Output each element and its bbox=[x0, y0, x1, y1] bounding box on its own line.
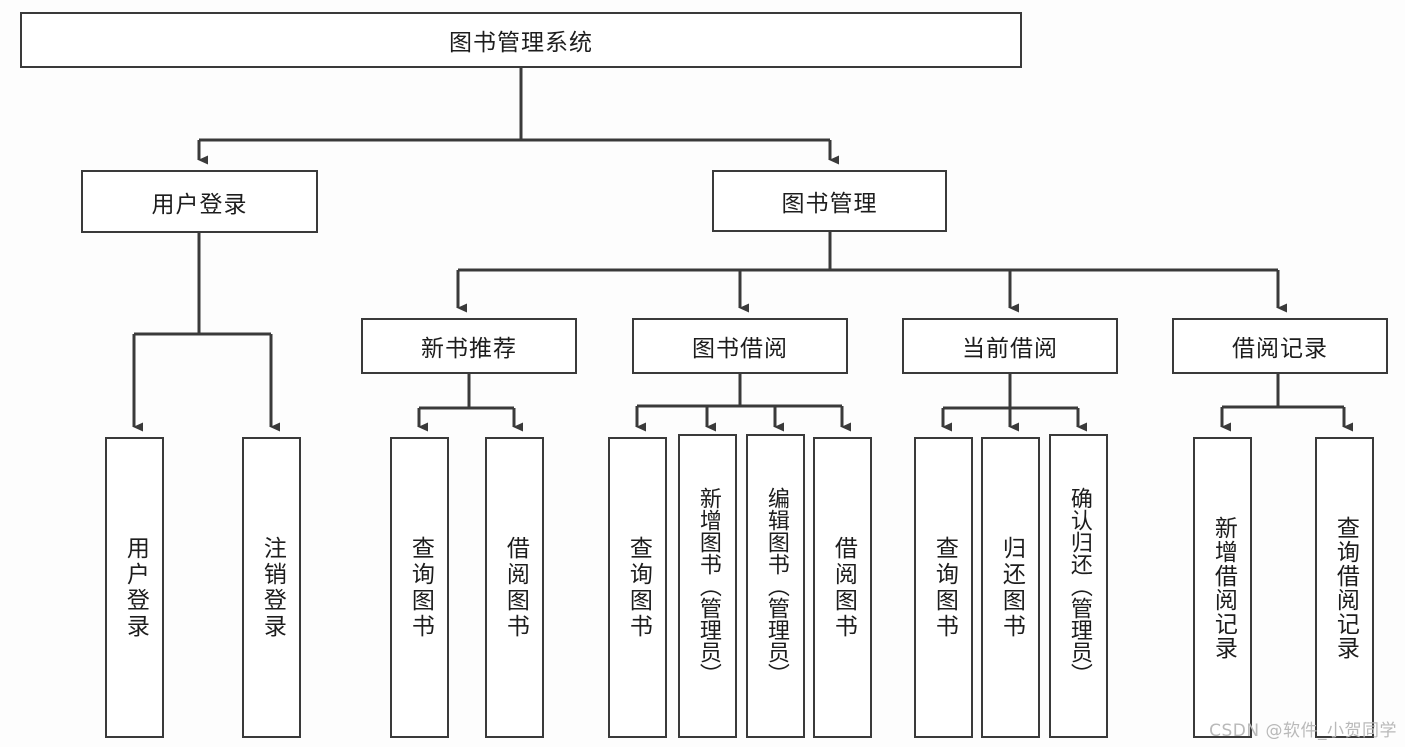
node-label: 确认归还（管理员） bbox=[1066, 487, 1092, 685]
leaf-current-confirm-return-admin[interactable]: 确认归还（管理员） bbox=[1049, 434, 1108, 738]
watermark-text: CSDN @软件_小贺同学 bbox=[1209, 721, 1397, 741]
leaf-user-logout[interactable]: 注销登录 bbox=[242, 437, 301, 738]
leaf-borrow-edit-book-admin[interactable]: 编辑图书（管理员） bbox=[746, 434, 805, 738]
node-new-book-recommend[interactable]: 新书推荐 bbox=[361, 318, 577, 374]
leaf-borrow-add-book-admin[interactable]: 新增图书（管理员） bbox=[678, 434, 737, 738]
node-book-borrow[interactable]: 图书借阅 bbox=[632, 318, 848, 374]
node-label: 新增借阅记录 bbox=[1210, 515, 1237, 660]
node-label: 借阅图书 bbox=[502, 535, 529, 640]
leaf-record-query[interactable]: 查询借阅记录 bbox=[1315, 437, 1374, 738]
node-label: 图书借阅 bbox=[692, 336, 788, 362]
node-label: 注销登录 bbox=[259, 535, 286, 640]
node-label: 归还图书 bbox=[998, 535, 1025, 640]
leaf-new-book-borrow[interactable]: 借阅图书 bbox=[485, 437, 544, 738]
node-label: 查询图书 bbox=[407, 535, 434, 640]
node-label: 查询图书 bbox=[625, 535, 652, 640]
node-label: 编辑图书（管理员） bbox=[763, 487, 789, 685]
node-user-login[interactable]: 用户登录 bbox=[81, 170, 318, 233]
node-label: 图书管理 bbox=[781, 191, 878, 217]
node-label: 用户登录 bbox=[122, 535, 149, 640]
leaf-current-return-book[interactable]: 归还图书 bbox=[981, 437, 1040, 738]
leaf-new-book-query[interactable]: 查询图书 bbox=[390, 437, 449, 738]
node-label: 新增图书（管理员） bbox=[695, 487, 721, 685]
node-label: 借阅记录 bbox=[1232, 336, 1328, 362]
node-label: 当前借阅 bbox=[962, 336, 1058, 362]
node-book-management[interactable]: 图书管理 bbox=[712, 170, 947, 232]
leaf-user-login[interactable]: 用户登录 bbox=[105, 437, 164, 738]
node-label: 用户登录 bbox=[151, 191, 248, 218]
leaf-current-query-book[interactable]: 查询图书 bbox=[914, 437, 973, 738]
node-root-library-system[interactable]: 图书管理系统 bbox=[20, 12, 1022, 68]
node-borrow-record[interactable]: 借阅记录 bbox=[1172, 318, 1388, 374]
leaf-borrow-borrow-book[interactable]: 借阅图书 bbox=[813, 437, 872, 738]
node-label: 图书管理系统 bbox=[449, 30, 593, 56]
node-current-borrow[interactable]: 当前借阅 bbox=[902, 318, 1118, 374]
node-label: 借阅图书 bbox=[830, 535, 857, 640]
node-label: 查询图书 bbox=[931, 535, 958, 640]
node-label: 查询借阅记录 bbox=[1332, 515, 1359, 660]
node-label: 新书推荐 bbox=[421, 336, 517, 362]
leaf-record-add[interactable]: 新增借阅记录 bbox=[1193, 437, 1252, 738]
leaf-borrow-query-book[interactable]: 查询图书 bbox=[608, 437, 667, 738]
